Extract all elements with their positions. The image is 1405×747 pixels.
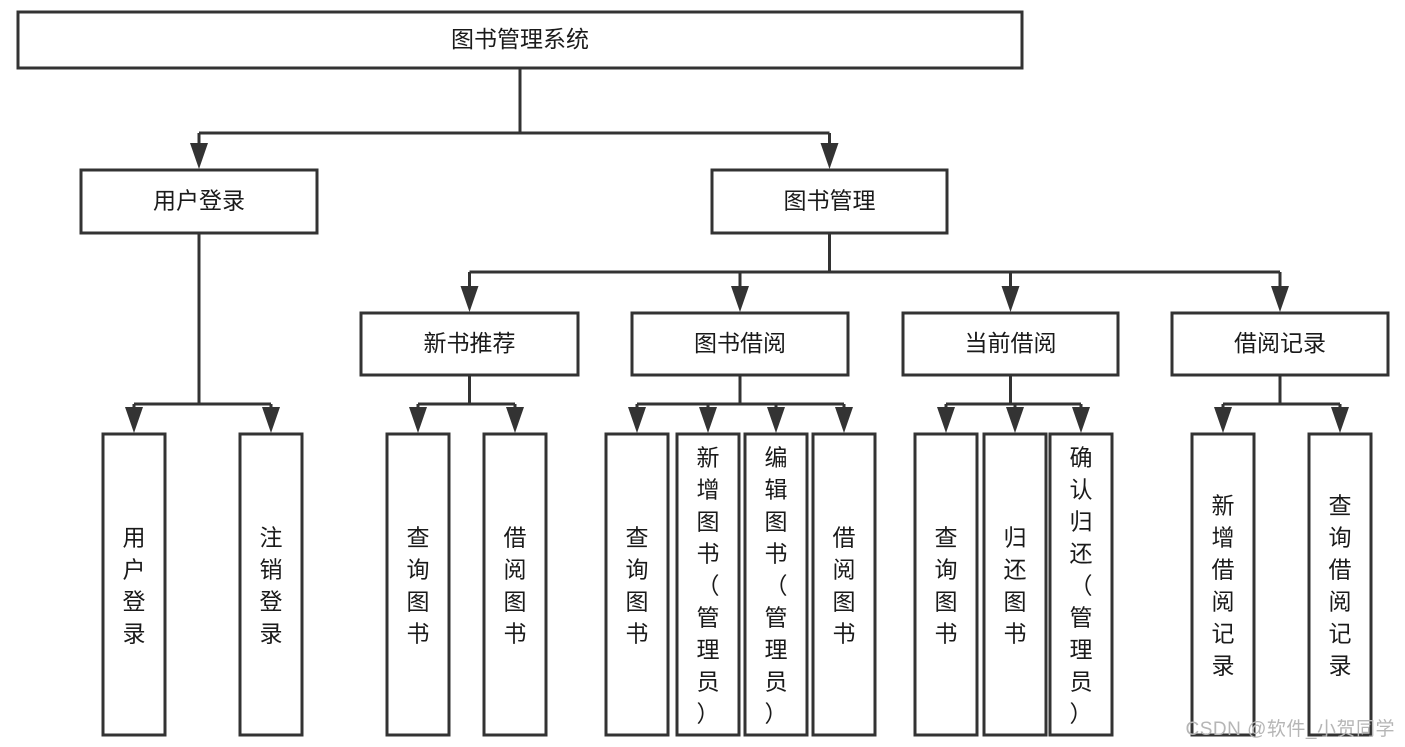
node-label: 用户登录 [123, 524, 146, 646]
node-leaf-bb-edit[interactable]: 编辑图书（管理员） [743, 432, 809, 737]
arrow-head-icon [1271, 286, 1289, 312]
node-leaf-rec-borrow[interactable]: 借阅图书 [482, 432, 548, 737]
node-box[interactable] [630, 311, 850, 377]
node-leaf-cb-return[interactable]: 归还图书 [982, 432, 1048, 737]
arrow-head-icon [937, 407, 955, 433]
arrow-head-icon [1001, 286, 1020, 312]
node-leaf-cb-confirm[interactable]: 确认归还（管理员） [1048, 432, 1114, 737]
arrow-head-icon [262, 407, 280, 433]
node-label: 借阅图书 [504, 524, 527, 646]
arrow-head-icon [699, 407, 717, 433]
arrow-head-icon [125, 407, 143, 433]
node-box[interactable] [901, 311, 1120, 377]
node-label: 查询借阅记录 [1329, 492, 1352, 678]
arrow-head-icon [190, 143, 208, 169]
arrow-head-icon [506, 407, 524, 433]
node-box[interactable] [16, 10, 1024, 70]
node-label: 注销登录 [260, 524, 283, 646]
node-borrow-record[interactable]: 借阅记录 [1170, 311, 1390, 377]
node-box[interactable] [675, 432, 741, 737]
node-layer: 图书管理系统用户登录图书管理新书推荐图书借阅当前借阅借阅记录用户登录注销登录查询… [16, 10, 1390, 737]
connector-group [460, 233, 1289, 312]
arrow-head-icon [628, 407, 646, 433]
watermark: CSDN @软件_小贺同学 [1185, 719, 1395, 740]
connector-group [1214, 375, 1349, 433]
node-label: 用户登录 [153, 188, 245, 214]
node-leaf-bb-add[interactable]: 新增图书（管理员） [675, 432, 741, 737]
node-box[interactable] [604, 432, 670, 737]
node-user-login[interactable]: 用户登录 [79, 168, 319, 235]
node-label: 查询图书 [407, 524, 430, 646]
node-label: 新增借阅记录 [1212, 492, 1235, 678]
node-book-borrow[interactable]: 图书借阅 [630, 311, 850, 377]
node-leaf-rec-query[interactable]: 查询图书 [385, 432, 451, 737]
node-label: 新增图书（管理员） [697, 444, 720, 726]
node-label: 图书管理系统 [451, 26, 589, 52]
arrow-head-icon [731, 286, 749, 312]
node-leaf-user-login[interactable]: 用户登录 [101, 432, 167, 737]
arrow-head-icon [767, 407, 785, 433]
node-label: 当前借阅 [965, 330, 1057, 356]
node-leaf-br-add[interactable]: 新增借阅记录 [1190, 432, 1256, 737]
node-box[interactable] [1048, 432, 1114, 737]
node-label: 编辑图书（管理员） [765, 444, 788, 726]
arrow-head-icon [1331, 407, 1349, 433]
node-leaf-cb-query[interactable]: 查询图书 [913, 432, 979, 737]
node-leaf-bb-borrow[interactable]: 借阅图书 [811, 432, 877, 737]
arrow-head-icon [1006, 407, 1024, 433]
arrow-head-icon [1214, 407, 1232, 433]
node-box[interactable] [385, 432, 451, 737]
node-box[interactable] [482, 432, 548, 737]
node-box[interactable] [811, 432, 877, 737]
node-box[interactable] [1307, 432, 1373, 737]
node-box[interactable] [79, 168, 319, 235]
node-box[interactable] [101, 432, 167, 737]
node-box[interactable] [710, 168, 949, 235]
edge-layer [125, 68, 1349, 433]
connector-group [628, 375, 853, 433]
node-new-book-rec[interactable]: 新书推荐 [359, 311, 580, 377]
connector-group [125, 233, 280, 433]
node-current-borrow[interactable]: 当前借阅 [901, 311, 1120, 377]
connector-group [937, 375, 1090, 433]
node-leaf-bb-query[interactable]: 查询图书 [604, 432, 670, 737]
node-box[interactable] [1170, 311, 1390, 377]
node-box[interactable] [359, 311, 580, 377]
arrow-head-icon [409, 407, 427, 433]
node-label: 借阅图书 [833, 524, 856, 646]
node-label: 归还图书 [1004, 524, 1027, 646]
node-box[interactable] [913, 432, 979, 737]
node-label: 借阅记录 [1234, 330, 1326, 356]
node-box[interactable] [238, 432, 304, 737]
node-leaf-br-query[interactable]: 查询借阅记录 [1307, 432, 1373, 737]
node-label: 查询图书 [626, 524, 649, 646]
node-box[interactable] [1190, 432, 1256, 737]
node-label: 图书借阅 [694, 330, 786, 356]
connector-group [409, 375, 524, 433]
node-box[interactable] [982, 432, 1048, 737]
arrow-head-icon [835, 407, 853, 433]
node-label: 图书管理 [784, 188, 876, 214]
connector-group [190, 68, 839, 169]
node-box[interactable] [743, 432, 809, 737]
node-leaf-logout[interactable]: 注销登录 [238, 432, 304, 737]
node-label: 查询图书 [935, 524, 958, 646]
arrow-head-icon [460, 286, 479, 312]
arrow-head-icon [1072, 407, 1090, 433]
node-label: 确认归还（管理员） [1070, 444, 1093, 726]
node-root[interactable]: 图书管理系统 [16, 10, 1024, 70]
node-label: 新书推荐 [424, 330, 516, 356]
arrow-head-icon [820, 143, 839, 169]
node-book-manage[interactable]: 图书管理 [710, 168, 949, 235]
